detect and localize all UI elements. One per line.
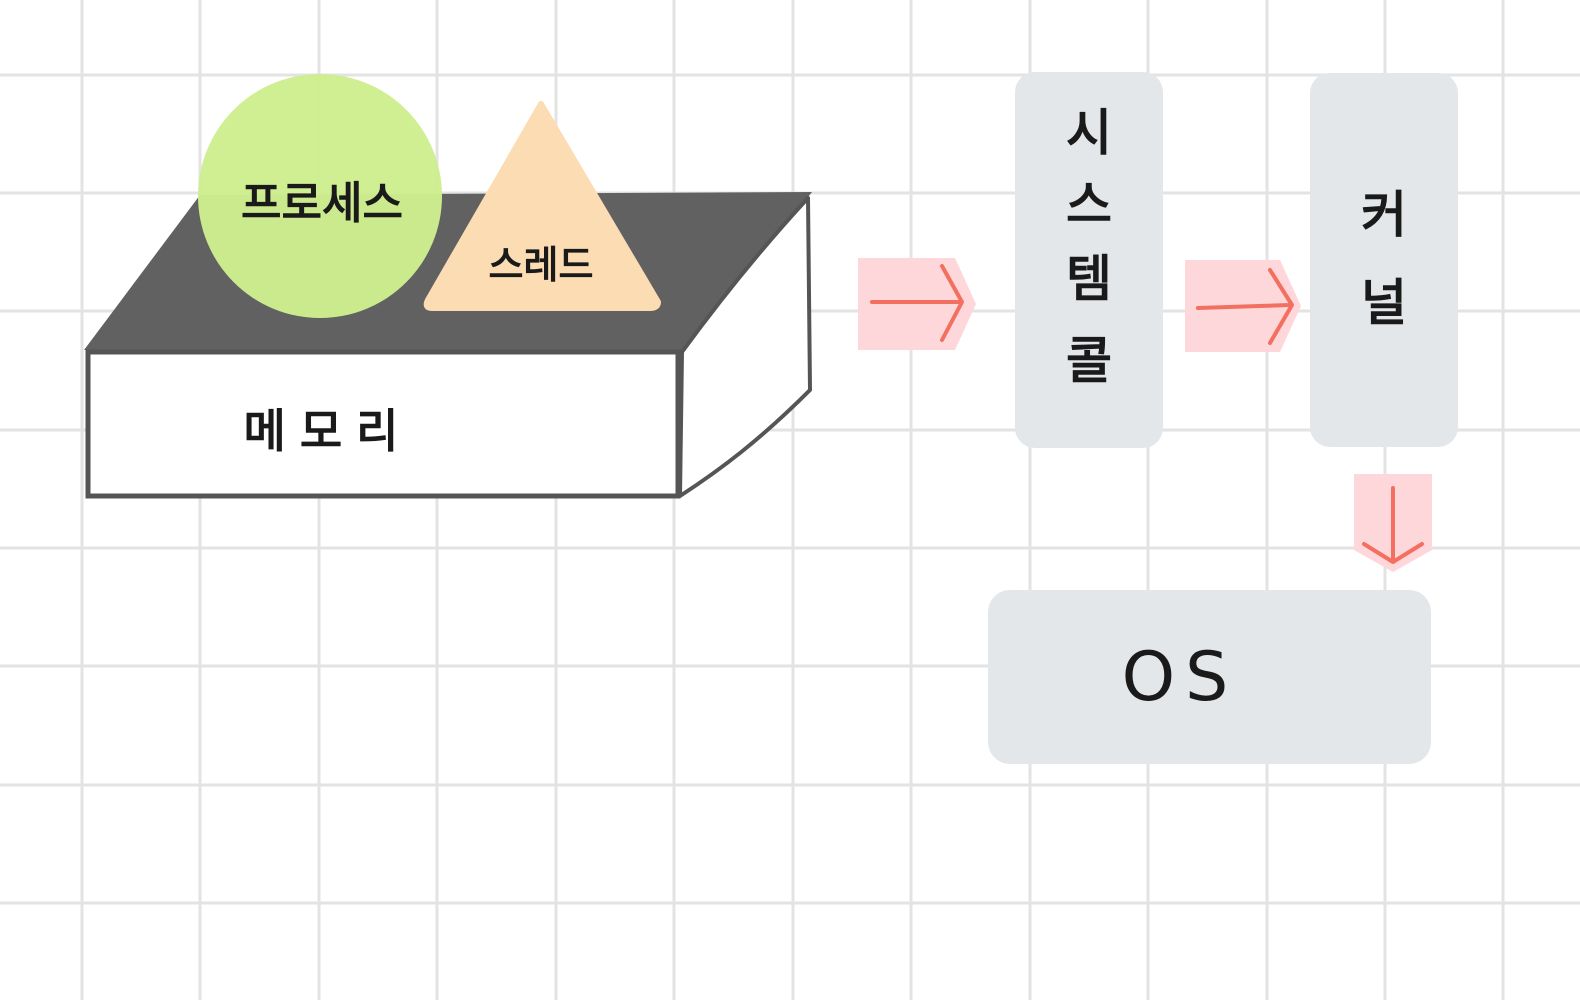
memory-label: 메모리	[244, 404, 413, 458]
arrow-down-icon	[1362, 486, 1424, 564]
os-label: OS	[1122, 638, 1239, 717]
system-call-char-4: 콜	[1066, 332, 1112, 390]
system-call-node: 시 스 템 콜	[1015, 72, 1163, 448]
thread-label: 스레드	[489, 243, 594, 287]
arrow-right-1-icon	[870, 264, 964, 342]
arrow-right-2-icon	[1196, 268, 1294, 345]
system-call-box	[1015, 72, 1163, 448]
os-node: OS	[988, 590, 1431, 764]
thread-node: 스레드	[423, 101, 661, 311]
memory-block: 메모리	[84, 192, 812, 499]
system-call-char-2: 스	[1066, 176, 1112, 234]
memory-side-face	[678, 196, 812, 498]
arrow-right-2	[1185, 260, 1301, 352]
arrow-right-1	[858, 258, 976, 350]
thread-triangle	[423, 101, 661, 311]
process-circle	[198, 74, 442, 318]
kernel-char-2: 널	[1361, 274, 1407, 332]
memory-front-face	[85, 349, 681, 499]
kernel-char-1: 커	[1361, 186, 1407, 244]
arrow-down	[1354, 474, 1432, 572]
kernel-node: 커 널	[1310, 73, 1458, 447]
system-call-char-1: 시	[1066, 104, 1112, 162]
system-call-char-3: 템	[1066, 250, 1112, 308]
kernel-box	[1310, 73, 1458, 447]
os-box	[988, 590, 1431, 764]
process-node: 프로세스	[198, 74, 442, 318]
process-label: 프로세스	[241, 178, 403, 229]
